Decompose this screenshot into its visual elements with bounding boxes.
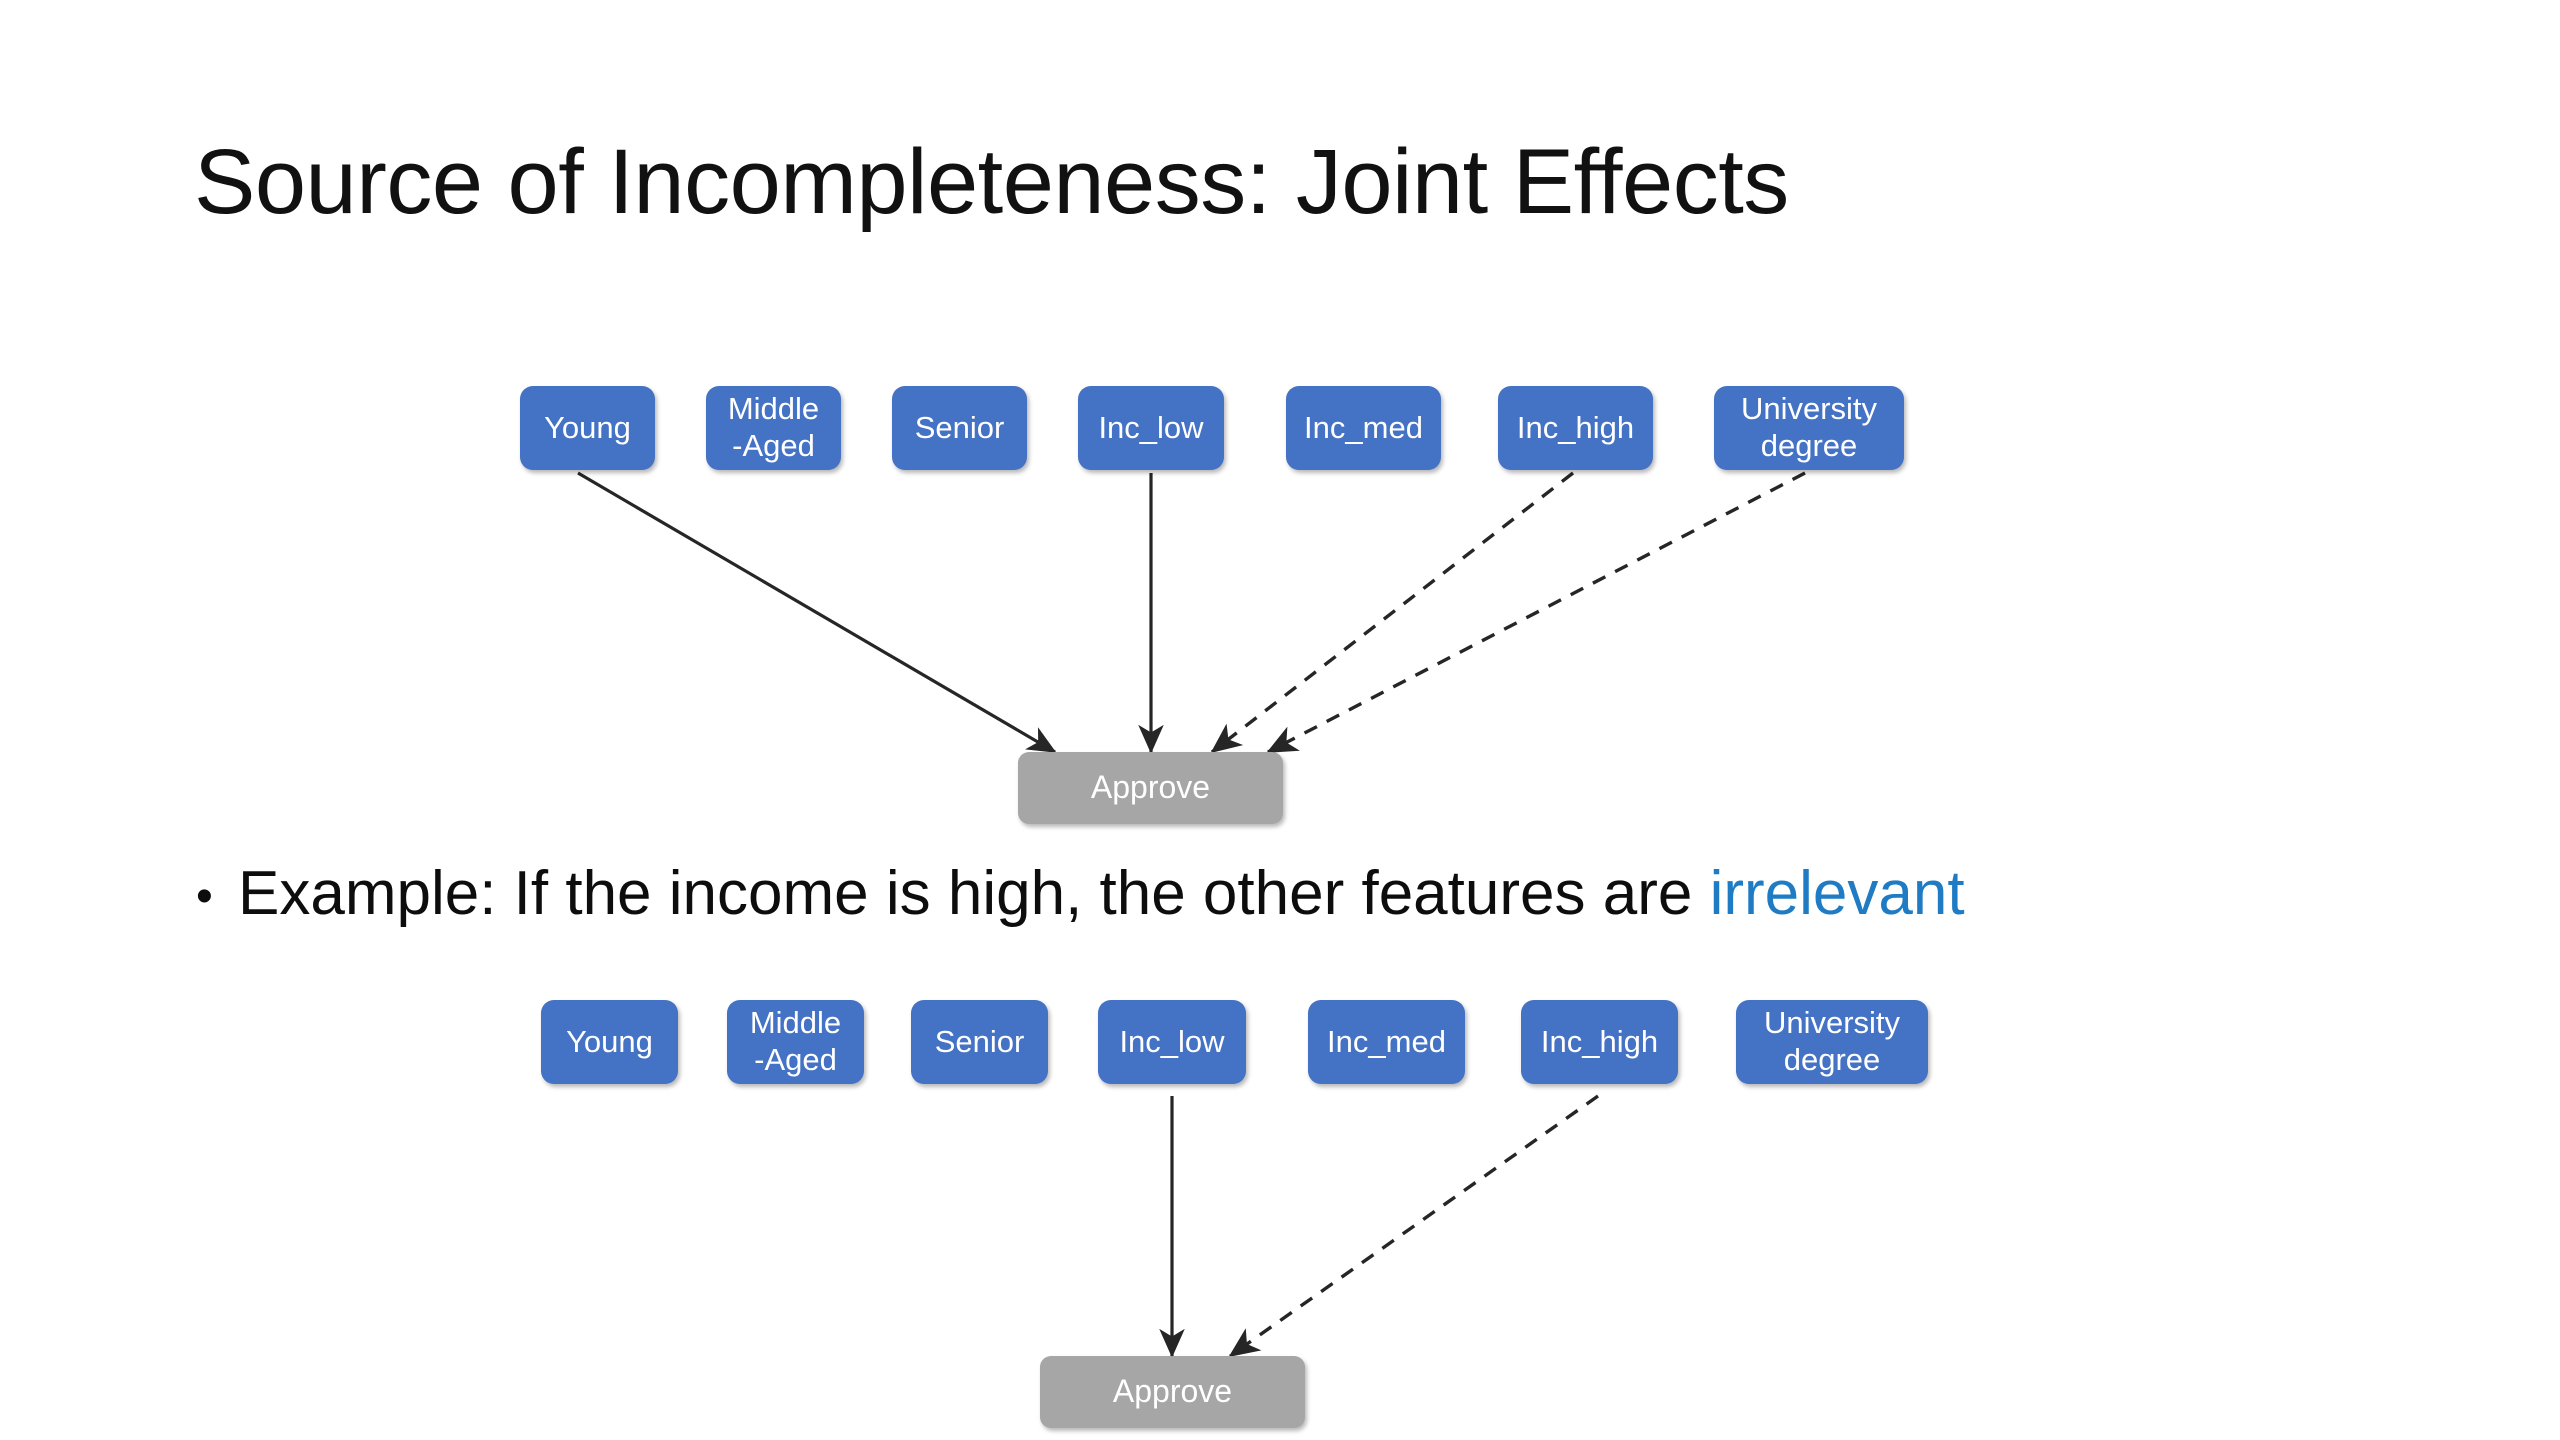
bullet-text: Example: If the income is high, the othe… xyxy=(238,859,1710,928)
node-inc-high[interactable]: Inc_high xyxy=(1498,386,1653,470)
node-inc-low[interactable]: Inc_low xyxy=(1098,1000,1246,1084)
node-approve-top[interactable]: Approve xyxy=(1018,752,1283,824)
node-senior[interactable]: Senior xyxy=(911,1000,1048,1084)
node-middle-aged[interactable]: Middle -Aged xyxy=(727,1000,864,1084)
node-young[interactable]: Young xyxy=(541,1000,678,1084)
node-label: Inc_low xyxy=(1119,1023,1225,1059)
node-university-degree[interactable]: University degree xyxy=(1736,1000,1928,1084)
node-university-degree[interactable]: University degree xyxy=(1714,386,1904,470)
node-label: Inc_low xyxy=(1098,409,1204,445)
node-label: Senior xyxy=(934,1023,1025,1059)
node-label: Senior xyxy=(914,409,1005,445)
node-label: Approve xyxy=(1090,769,1211,806)
node-label: Young xyxy=(544,409,631,445)
edge-inchigh-approve xyxy=(1228,1094,1599,1358)
node-label: University degree xyxy=(1763,1005,1901,1077)
node-label: Young xyxy=(566,1023,653,1059)
node-label: Middle -Aged xyxy=(727,391,820,463)
node-inc-med[interactable]: Inc_med xyxy=(1286,386,1441,470)
node-label: Approve xyxy=(1112,1373,1233,1410)
node-inc-low[interactable]: Inc_low xyxy=(1078,386,1224,470)
node-approve-bottom[interactable]: Approve xyxy=(1040,1356,1305,1428)
page-title: Source of Incompleteness: Joint Effects xyxy=(194,131,1789,233)
node-inc-high[interactable]: Inc_high xyxy=(1521,1000,1678,1084)
node-label: Inc_med xyxy=(1327,1023,1446,1059)
bullet-highlight: irrelevant xyxy=(1709,859,1965,928)
node-label: Inc_med xyxy=(1304,409,1423,445)
node-label: Inc_high xyxy=(1516,409,1635,445)
edge-young-approve xyxy=(577,471,1057,754)
edge-university-approve xyxy=(1266,471,1806,754)
edge-inchigh-approve xyxy=(1210,471,1575,754)
bullet-marker: • xyxy=(196,870,213,923)
node-label: Middle -Aged xyxy=(749,1005,842,1077)
node-label: Inc_high xyxy=(1540,1023,1659,1059)
node-young[interactable]: Young xyxy=(520,386,655,470)
node-inc-med[interactable]: Inc_med xyxy=(1308,1000,1465,1084)
node-middle-aged[interactable]: Middle -Aged xyxy=(706,386,841,470)
bullet-example-line: • Example: If the income is high, the oth… xyxy=(196,858,1965,929)
node-senior[interactable]: Senior xyxy=(892,386,1027,470)
node-label: University degree xyxy=(1740,391,1878,463)
